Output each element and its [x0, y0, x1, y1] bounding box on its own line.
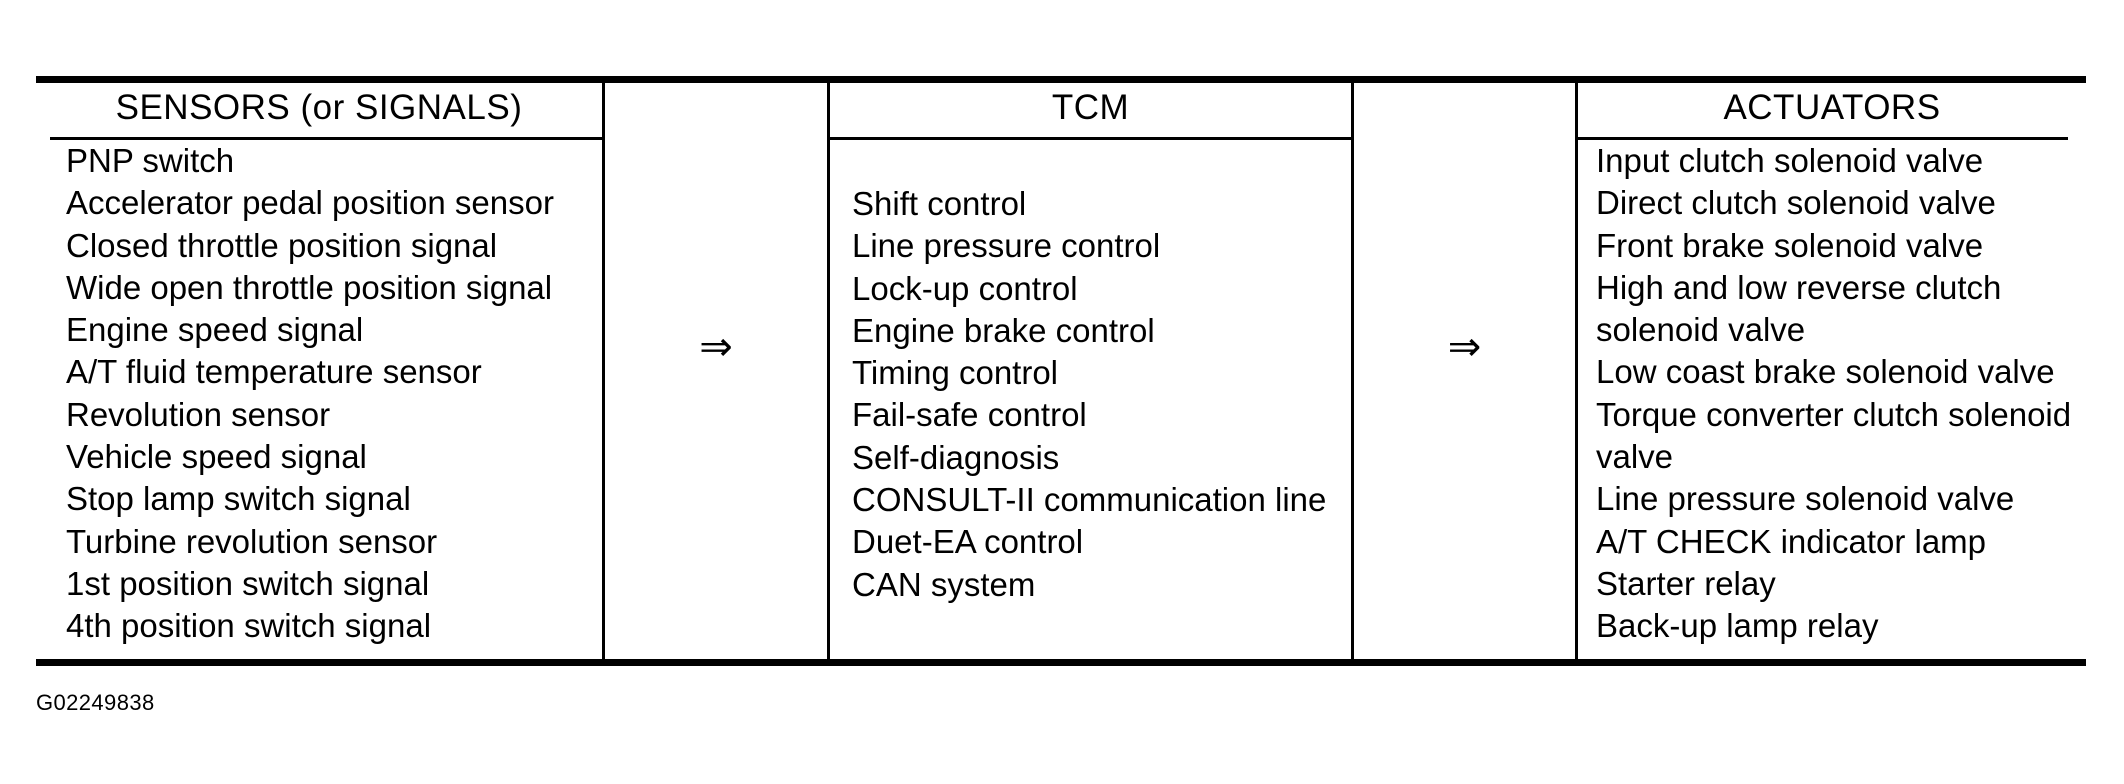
column-divider-sensors-right [602, 80, 605, 662]
list-item: CAN system [852, 565, 1036, 603]
list-item: Self-diagnosis [852, 438, 1060, 476]
double-arrow-right-icon: ⇒ [699, 324, 733, 370]
list-item: Engine speed signal [66, 311, 364, 349]
column-actuators: ACTUATORS Input clutch solenoid valve Di… [1578, 83, 2086, 659]
arrow-cell-right: ⇒ [1354, 83, 1575, 659]
list-item: Revolution sensor [66, 395, 331, 433]
list-item: Fail-safe control [852, 396, 1087, 434]
list-item: solenoid valve [1596, 311, 1806, 349]
list-item: Engine brake control [852, 311, 1155, 349]
sensors-item-list: PNP switch Accelerator pedal position se… [36, 140, 632, 648]
list-item: Back-up lamp relay [1596, 607, 1879, 645]
list-item: 1st position switch signal [66, 564, 430, 602]
column-divider-actuators-left [1575, 80, 1578, 662]
arrow-cell-left: ⇒ [605, 83, 827, 659]
list-item: Shift control [852, 185, 1027, 222]
list-item: High and low reverse clutch [1596, 268, 2002, 306]
flow-gap-tcm-to-actuators: ⇒ [1354, 83, 1575, 659]
column-header-rule-actuators [1578, 137, 2068, 140]
list-item: Direct clutch solenoid valve [1596, 184, 1996, 222]
column-tcm: TCM Shift control Line pressure control … [830, 83, 1351, 659]
list-item: Torque converter clutch solenoid [1596, 395, 2072, 433]
tcm-item-list: Shift control Line pressure control Lock… [830, 183, 1373, 606]
figure-id-caption: G02249838 [36, 690, 155, 715]
signal-flow-table: SENSORS (or SIGNALS) PNP switch Accelera… [36, 76, 2086, 666]
list-item: CONSULT-II communication line [852, 481, 1327, 519]
column-divider-tcm-right [1351, 80, 1354, 662]
list-item: valve [1596, 438, 1674, 476]
list-item: A/T fluid temperature sensor [66, 353, 482, 391]
flow-gap-sensors-to-tcm: ⇒ [605, 83, 827, 659]
table-bottom-rule [36, 659, 2086, 666]
column-header-rule-sensors [50, 137, 602, 140]
column-divider-tcm-left [827, 80, 830, 662]
list-item: Line pressure control [852, 227, 1161, 265]
double-arrow-right-icon: ⇒ [1447, 324, 1482, 370]
column-header-actuators: ACTUATORS [1723, 88, 1941, 127]
list-item: Line pressure solenoid valve [1596, 480, 2015, 518]
list-item: Wide open throttle position signal [66, 268, 553, 306]
list-item: Starter relay [1596, 564, 1776, 602]
column-sensors: SENSORS (or SIGNALS) PNP switch Accelera… [36, 83, 602, 659]
list-item: Closed throttle position signal [66, 226, 498, 264]
list-item: Input clutch solenoid valve [1596, 142, 1984, 179]
list-item: 4th position switch signal [66, 607, 432, 645]
list-item: Accelerator pedal position sensor [66, 184, 554, 222]
list-item: Stop lamp switch signal [66, 480, 411, 518]
column-header-sensors: SENSORS (or SIGNALS) [115, 88, 523, 127]
list-item: Low coast brake solenoid valve [1596, 353, 2055, 391]
list-item: PNP switch [66, 142, 235, 179]
column-header-rule-tcm [830, 137, 1351, 140]
table-top-rule [36, 76, 2086, 83]
list-item: Duet-EA control [852, 523, 1084, 561]
list-item: Timing control [852, 354, 1059, 392]
list-item: Turbine revolution sensor [66, 522, 438, 560]
list-item: Lock-up control [852, 269, 1078, 307]
list-item: A/T CHECK indicator lamp [1596, 522, 1987, 560]
column-header-tcm: TCM [1051, 88, 1130, 127]
list-item: Front brake solenoid valve [1596, 226, 1984, 264]
list-item: Vehicle speed signal [66, 438, 367, 476]
actuators-item-list: Input clutch solenoid valve Direct clutc… [1578, 140, 2104, 648]
